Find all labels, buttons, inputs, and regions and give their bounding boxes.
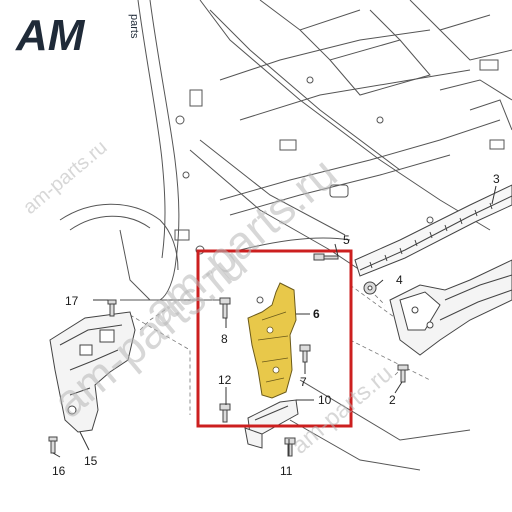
part-6-body[interactable] — [247, 282, 297, 399]
callout-12[interactable]: 12 — [218, 373, 232, 387]
highlight-frame — [196, 249, 353, 428]
callouts: 17 5 3 4 2 6 7 8 12 10 11 15 16 — [52, 172, 500, 478]
callout-11[interactable]: 11 — [280, 464, 293, 478]
vehicle-body-lineart — [59, 0, 512, 471]
callout-17[interactable]: 17 — [65, 294, 79, 308]
callout-10[interactable]: 10 — [318, 393, 332, 407]
callout-6[interactable]: 6 — [313, 307, 320, 321]
logo-sub-text: parts — [128, 14, 140, 39]
watermark-1: am-parts.ru — [19, 136, 111, 219]
callout-16[interactable]: 16 — [52, 464, 66, 478]
callout-5[interactable]: 5 — [343, 233, 350, 247]
logo-main-text: AM — [15, 11, 86, 60]
callout-4[interactable]: 4 — [396, 273, 403, 287]
callout-8[interactable]: 8 — [221, 332, 228, 346]
leader-lines — [52, 185, 497, 458]
callout-7[interactable]: 7 — [300, 375, 307, 389]
left-bracket-part-15 — [49, 311, 136, 433]
fasteners — [48, 253, 409, 457]
highlighted-part-6[interactable] — [247, 282, 297, 399]
callout-3[interactable]: 3 — [493, 172, 500, 186]
callout-15[interactable]: 15 — [84, 454, 98, 468]
right-bracket — [389, 259, 512, 356]
am-parts-logo: AM parts — [15, 11, 140, 60]
callout-2[interactable]: 2 — [389, 393, 396, 407]
side-rail-part-3 — [354, 184, 512, 277]
